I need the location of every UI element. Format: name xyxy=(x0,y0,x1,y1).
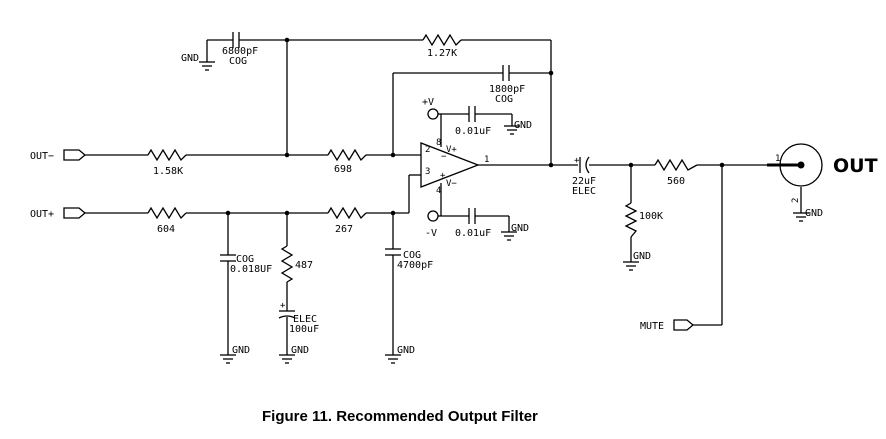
wires xyxy=(85,39,802,355)
label-c-bypass-bottom: 0.01uF xyxy=(455,228,491,239)
label-r-100k: 100K xyxy=(639,211,663,222)
label-c-4700pf-value: 4700pF xyxy=(397,260,433,271)
opamp-pin3: 3 xyxy=(425,167,430,177)
label-r-698: 698 xyxy=(334,164,352,175)
opamp-pin4: 4 xyxy=(436,186,441,196)
output-jack-icon xyxy=(767,143,823,187)
resistor-487 xyxy=(280,245,294,283)
capacitor-6800pf xyxy=(232,32,240,48)
out-plus-connector-icon xyxy=(63,207,87,219)
capacitor-22uf xyxy=(579,156,590,174)
opamp-pin8: 8 xyxy=(436,138,441,148)
gnd-label-6800pf: GND xyxy=(181,53,199,64)
label-c-bypass-top: 0.01uF xyxy=(455,126,491,137)
capacitor-100uf xyxy=(278,310,296,319)
vplus-terminal xyxy=(427,108,439,120)
gnd-label-4700pf: GND xyxy=(397,345,415,356)
gnd-symbols xyxy=(199,61,809,364)
label-r-1-27k: 1.27K xyxy=(427,48,457,59)
figure-caption: Figure 11. Recommended Output Filter xyxy=(262,408,538,425)
port-label-out-minus: OUT− xyxy=(30,151,54,162)
capacitor-4700pf xyxy=(385,248,401,256)
gnd-label-100k: GND xyxy=(633,251,651,262)
label-c-22uf-value: 22uF xyxy=(572,176,596,187)
opamp xyxy=(420,142,480,188)
junction-dots xyxy=(225,37,725,216)
label-c-100uf-type: ELEC xyxy=(293,314,317,325)
polarity-plus-100uf: + xyxy=(280,301,286,311)
label-c-0018uf-value: 0.018UF xyxy=(230,264,272,275)
label-c-4700pf-type: COG xyxy=(403,250,421,261)
label-r-487: 487 xyxy=(295,260,313,271)
mute-connector-icon xyxy=(673,319,695,331)
jack-pin1: 1 xyxy=(775,154,780,164)
label-c-6800pf-type: COG xyxy=(229,56,247,67)
opamp-pin2: 2 xyxy=(425,145,430,155)
opamp-vplus-pin: V+ xyxy=(446,145,457,155)
opamp-pin1: 1 xyxy=(484,155,489,165)
label-r-267: 267 xyxy=(335,224,353,235)
resistor-698 xyxy=(327,148,367,162)
capacitor-0-01uf-top xyxy=(468,106,476,122)
gnd-label-bypass-bottom: GND xyxy=(511,223,529,234)
port-label-out-plus: OUT+ xyxy=(30,209,54,220)
resistor-267 xyxy=(327,206,367,220)
port-label-out: OUT xyxy=(833,155,878,177)
supply-label-pos: +V xyxy=(422,97,434,108)
label-c-6800pf-value: 6800pF xyxy=(222,46,258,57)
gnd-label-bypass-top: GND xyxy=(514,120,532,131)
resistor-604 xyxy=(147,206,187,220)
gnd-label-100uf: GND xyxy=(291,345,309,356)
label-c-0018uf-type: COG xyxy=(236,254,254,265)
gnd-label-jack: GND xyxy=(805,208,823,219)
label-r-604: 604 xyxy=(157,224,175,235)
opamp-plus: + xyxy=(440,171,446,181)
label-c-22uf-type: ELEC xyxy=(572,186,596,197)
gnd-label-0018uf: GND xyxy=(232,345,250,356)
capacitor-1800pf xyxy=(502,65,510,81)
label-r-560: 560 xyxy=(667,176,685,187)
resistor-1-58k xyxy=(147,148,187,162)
jack-pin2: 2 xyxy=(791,198,801,203)
supply-label-neg: -V xyxy=(425,228,437,239)
capacitor-0-018uf xyxy=(220,254,236,262)
polarity-plus-22uf: + xyxy=(574,156,580,166)
label-c-100uf-value: 100uF xyxy=(289,324,319,335)
opamp-minus: − xyxy=(441,152,447,162)
vminus-terminal xyxy=(427,210,439,222)
label-c-1800pf-type: COG xyxy=(495,94,513,105)
resistor-560 xyxy=(654,158,698,172)
label-r-1-58k: 1.58K xyxy=(153,166,183,177)
resistor-1-27k xyxy=(422,33,462,47)
out-minus-connector-icon xyxy=(63,149,87,161)
opamp-vminus-pin: V− xyxy=(446,179,457,189)
label-c-1800pf-value: 1800pF xyxy=(489,84,525,95)
capacitor-0-01uf-bottom xyxy=(468,208,476,224)
resistor-100k xyxy=(624,202,638,238)
port-label-mute: MUTE xyxy=(640,321,664,332)
